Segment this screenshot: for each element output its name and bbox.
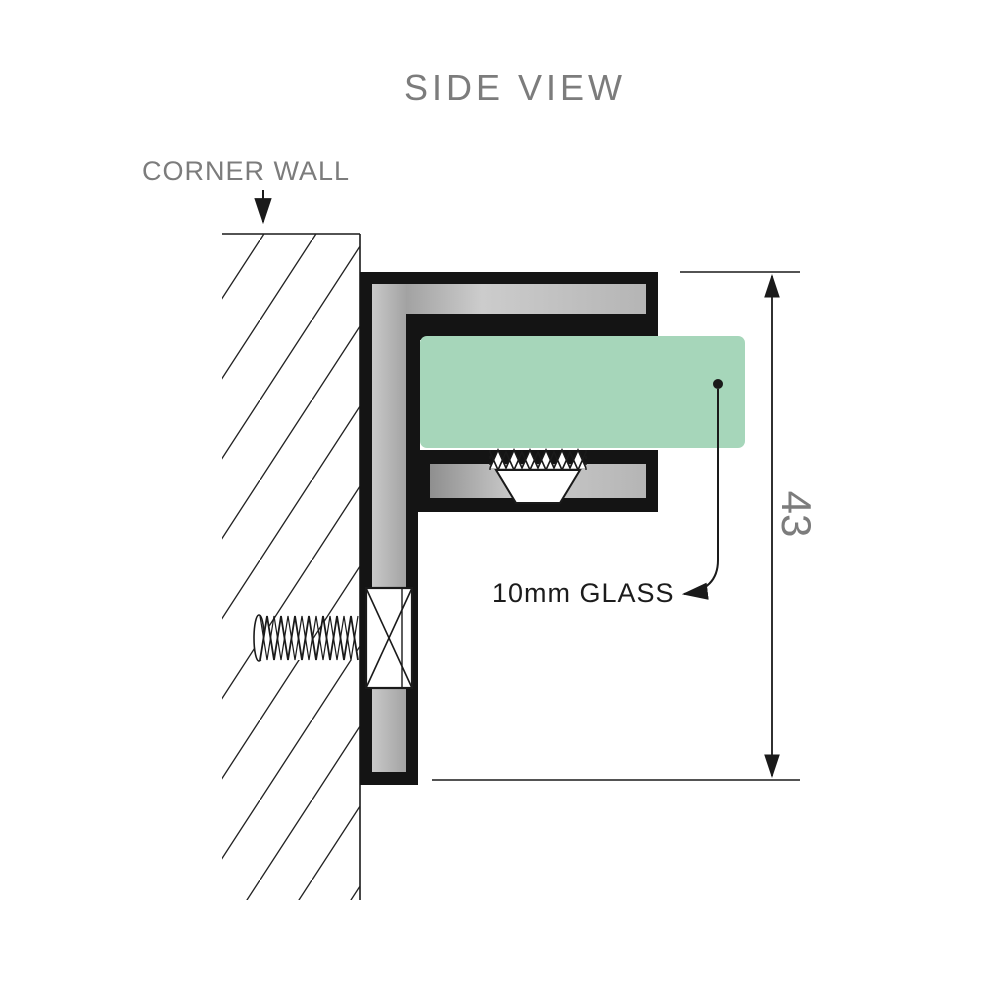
grub-screw [489,448,587,504]
page-title: SIDE VIEW [404,67,626,108]
glass-label: 10mm GLASS [492,578,675,608]
dimension-value: 43 [773,491,820,538]
wall-screw-thread [253,614,359,662]
corner-wall-label: CORNER WALL [142,156,350,186]
wall-hatching [222,234,360,900]
bracket-metal-spine [372,284,406,772]
glass-leader-dot [713,379,723,389]
glass-leader-line [681,389,719,600]
bracket-metal-top-arm [372,284,646,314]
glass-panel [420,336,745,448]
wall-screw-head [364,586,414,690]
